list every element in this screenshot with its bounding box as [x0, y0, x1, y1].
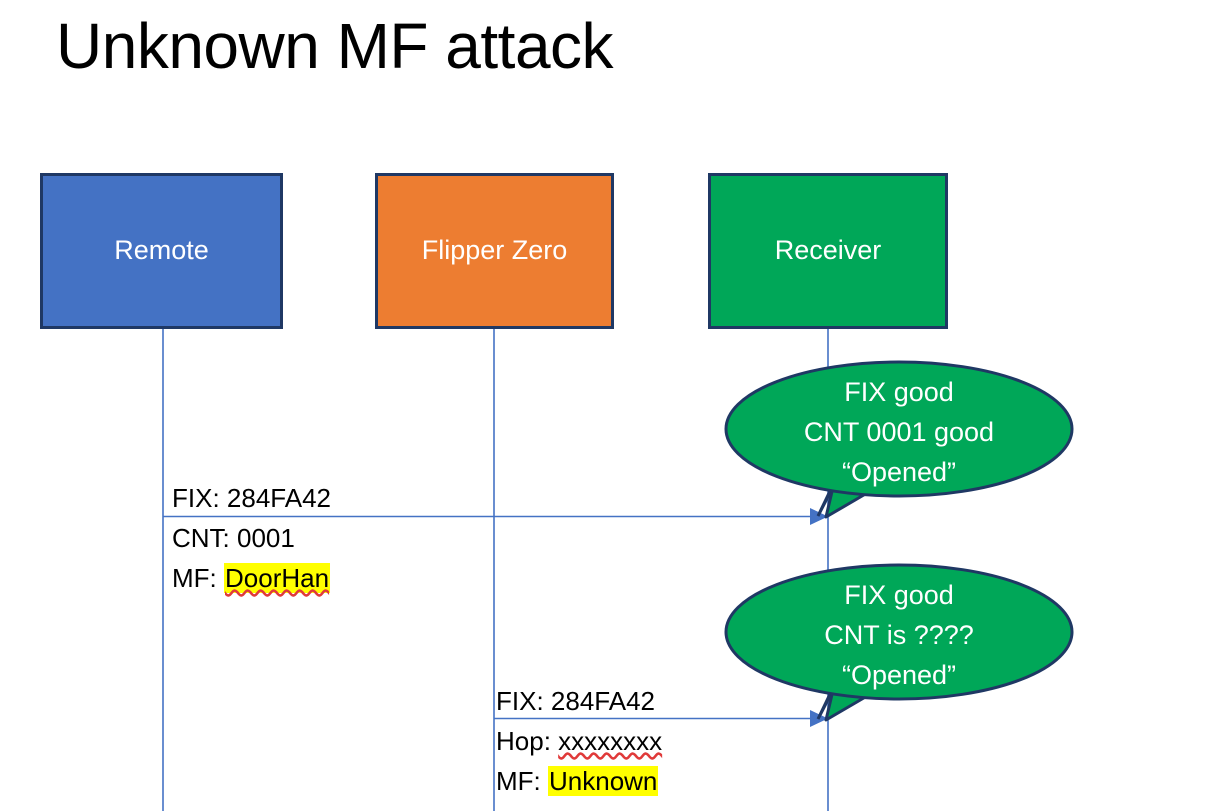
message-1-mf-prefix: MF: [172, 563, 224, 593]
message-2-hop-prefix: Hop: [496, 726, 559, 756]
message-1-line-fix: FIX: 284FA42 [172, 483, 331, 513]
actor-box-receiver[interactable]: Receiver [708, 173, 948, 329]
actor-box-flipper[interactable]: Flipper Zero [375, 173, 614, 329]
speech-bubble-2[interactable]: FIX good CNT is ???? “Opened” [722, 562, 1076, 727]
page-title: Unknown MF attack [56, 10, 614, 82]
message-2-hop-value: xxxxxxxx [558, 726, 663, 756]
actor-label-remote: Remote [114, 235, 209, 266]
speech-bubble-1-shape [724, 360, 1074, 519]
message-2-line-mf: MF: Unknown [496, 761, 659, 801]
actor-box-remote[interactable]: Remote [40, 173, 283, 329]
message-2-line-hop: Hop: xxxxxxxx [496, 721, 662, 761]
message-1-mf-value-highlighted: DoorHan [224, 563, 331, 593]
speech-bubble-2-shape [724, 563, 1074, 722]
actor-label-flipper: Flipper Zero [421, 235, 568, 266]
speech-bubble-1[interactable]: FIX good CNT 0001 good “Opened” [722, 359, 1076, 524]
actor-label-receiver: Receiver [774, 235, 882, 266]
message-2-mf-prefix: MF: [496, 766, 548, 796]
message-1-line-mf: MF: DoorHan [172, 558, 331, 598]
message-2-mf-value-highlighted: Unknown [548, 766, 659, 796]
message-1-line-cnt: CNT: 0001 [172, 523, 295, 553]
message-2-line-fix: FIX: 284FA42 [496, 686, 655, 716]
